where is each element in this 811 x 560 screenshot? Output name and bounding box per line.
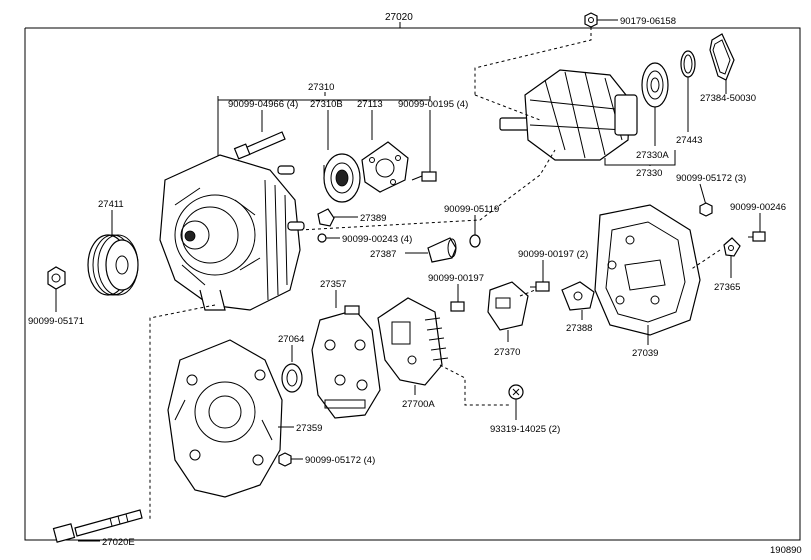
diagram-id: 190890: [770, 545, 802, 556]
label-27443: 27443: [676, 135, 702, 146]
drive-end-frame-icon: [159, 154, 305, 311]
label-93319-14025: 93319-14025 (2): [490, 424, 560, 435]
label-27365: 27365: [714, 282, 740, 293]
pulley-27411-icon: [87, 234, 139, 296]
terminal-27365-icon: [723, 237, 741, 257]
label-27330A: 27330A: [636, 150, 669, 161]
bolt-27020e-icon: [52, 509, 143, 543]
label-90099-00195: 90099-00195 (4): [398, 99, 468, 110]
label-90099-05172-4: 90099-05172 (4): [305, 455, 375, 466]
screw-00246-icon: [748, 231, 766, 242]
brush-holder-27370-icon: [487, 281, 536, 331]
bearing-27310b-icon: [323, 153, 361, 203]
nut-05171-icon: [47, 266, 66, 290]
label-27310: 27310: [308, 82, 334, 93]
part-27387-icon: [427, 237, 457, 263]
label-90099-04966: 90099-04966 (4): [228, 99, 298, 110]
nut-05172-4-icon: [278, 452, 292, 467]
bolt-04966-icon: [233, 131, 286, 160]
label-27357: 27357: [320, 279, 346, 290]
rear-housing-27359-icon: [167, 339, 283, 498]
label-27113: 27113: [357, 99, 383, 110]
assembly-frame: [24, 22, 801, 541]
label-27370: 27370: [494, 347, 520, 358]
screw-00195-icon: [411, 171, 437, 182]
gasket-27064-icon: [281, 363, 303, 393]
label-27020: 27020: [385, 12, 413, 23]
screw-00197-2-icon: [530, 281, 550, 292]
label-27039: 27039: [632, 348, 658, 359]
label-27064: 27064: [278, 334, 304, 345]
label-90099-00197: 90099-00197: [428, 273, 484, 284]
label-90099-00243: 90099-00243 (4): [342, 234, 412, 245]
rotor-icon: [499, 69, 638, 161]
label-90099-05172-3: 90099-05172 (3): [676, 173, 746, 184]
rear-frame-icon: [594, 204, 701, 336]
bearing-27330a-icon: [641, 62, 669, 108]
nut-05119-icon: [469, 234, 481, 248]
rectifier-27357-icon: [311, 305, 381, 419]
regulator-27700a-icon: [377, 297, 449, 386]
label-90099-05171: 90099-05171: [28, 316, 84, 327]
retainer-27113-icon: [361, 141, 409, 193]
part-27389-icon: [317, 208, 335, 227]
label-90099-00246: 90099-00246: [730, 202, 786, 213]
nut-top-icon: [584, 12, 598, 28]
label-27384-50030: 27384-50030: [700, 93, 756, 104]
label-90179-06158: 90179-06158: [620, 16, 676, 27]
label-27330: 27330: [636, 168, 662, 179]
screw-00243-icon: [317, 233, 327, 243]
label-27411: 27411: [98, 199, 124, 210]
screw-93319-icon: [508, 384, 524, 400]
label-90099-05119: 90099-05119: [444, 204, 499, 215]
label-27387: 27387: [370, 249, 396, 260]
label-27388: 27388: [566, 323, 592, 334]
cover-27384-icon: [709, 33, 735, 81]
screw-00197-icon: [450, 301, 465, 312]
label-90099-00197-2: 90099-00197 (2): [518, 249, 588, 260]
label-27020E: 27020E: [102, 537, 135, 548]
label-27359: 27359: [296, 423, 322, 434]
label-27310B: 27310B: [310, 99, 343, 110]
ring-27443-icon: [680, 50, 696, 78]
label-27700A: 27700A: [402, 399, 435, 410]
nut-05172-icon: [699, 202, 713, 217]
label-27389: 27389: [360, 213, 386, 224]
part-27388-icon: [561, 281, 595, 311]
